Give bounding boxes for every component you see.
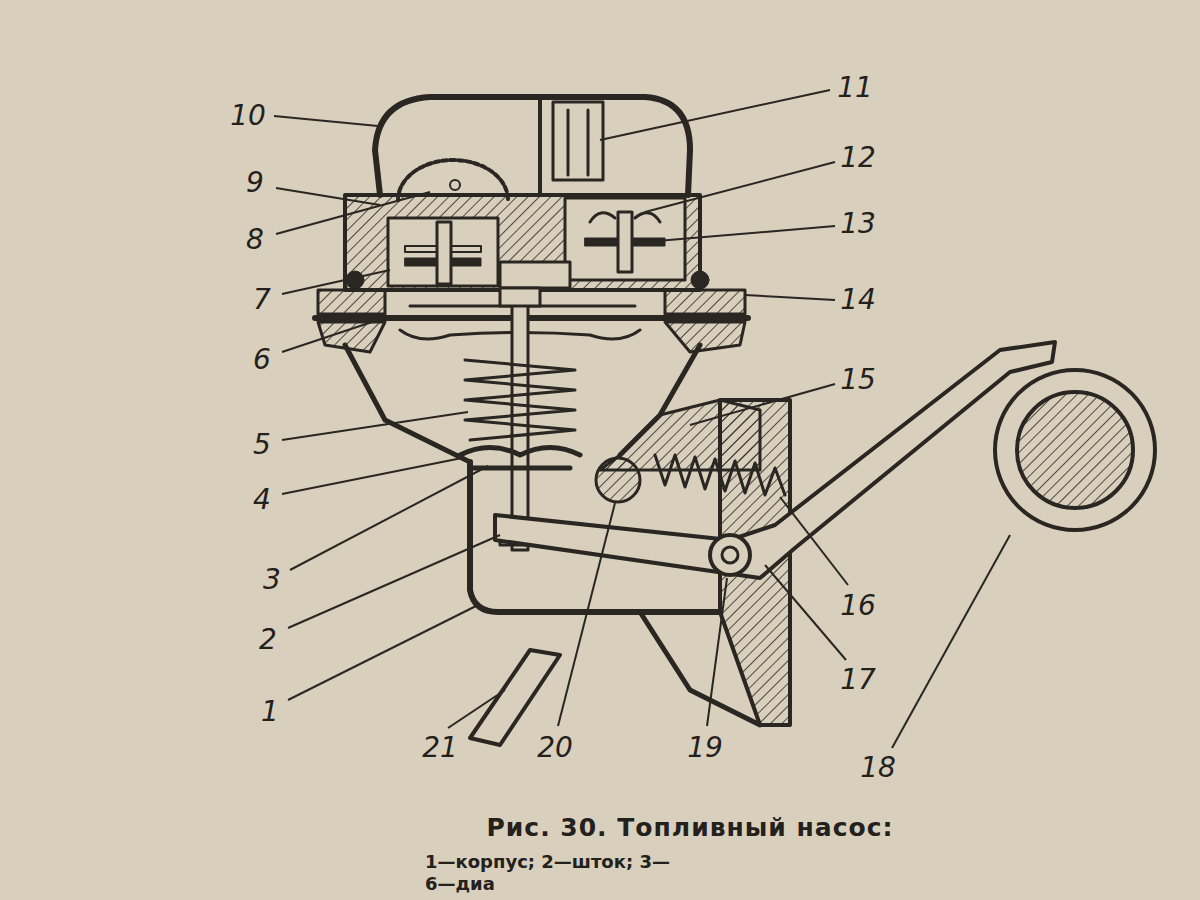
rod	[512, 290, 528, 550]
callout-number: 15	[840, 365, 876, 396]
leader-lines	[274, 90, 1010, 748]
drive-lever	[495, 342, 1055, 578]
leader-line	[290, 466, 488, 570]
leader-line	[707, 578, 727, 726]
callout-number: 2	[259, 625, 277, 656]
callout-number: 21	[422, 733, 458, 764]
leader-line	[282, 458, 462, 494]
diaphragm-spring	[465, 360, 575, 440]
filter-mark	[450, 180, 460, 190]
callout-number: 1	[261, 697, 279, 728]
leader-line	[892, 535, 1010, 748]
leader-line	[282, 270, 390, 294]
callout-number: 12	[840, 143, 876, 174]
inlet-chamber	[388, 218, 498, 286]
outlet-chamber	[565, 198, 685, 280]
leader-line	[745, 295, 835, 300]
leader-line	[282, 322, 372, 352]
lever-stop	[596, 458, 640, 502]
valve-stem	[437, 222, 451, 284]
callout-number: 5	[253, 430, 271, 461]
cover-wall	[538, 100, 542, 195]
leader-line	[780, 497, 848, 585]
leader-line	[276, 192, 430, 234]
callout-number: 17	[840, 665, 876, 696]
callout-number: 7	[253, 285, 271, 316]
passage	[500, 262, 570, 288]
leader-line	[600, 90, 830, 140]
callout-number: 18	[860, 753, 896, 784]
callout-number: 20	[537, 733, 573, 764]
callout-number: 4	[253, 485, 271, 516]
pivot	[710, 535, 750, 575]
diaphragm	[315, 315, 748, 321]
leader-line	[645, 226, 835, 242]
cover	[375, 97, 690, 195]
callout-number: 10	[230, 101, 266, 132]
callout-number: 16	[840, 591, 876, 622]
nut	[500, 288, 540, 306]
screw-slot	[567, 110, 570, 175]
leader-line	[558, 503, 615, 726]
callout-number: 8	[246, 225, 264, 256]
callout-number: 14	[840, 285, 876, 316]
legend-line: 6—диа	[425, 874, 495, 894]
leader-line	[276, 188, 380, 205]
hand-lever	[470, 650, 560, 745]
leader-line	[765, 565, 846, 660]
leader-line	[690, 384, 835, 425]
pivot-axle	[722, 547, 738, 563]
leader-line	[288, 605, 478, 700]
leader-line	[288, 535, 500, 628]
camshaft	[1017, 392, 1133, 508]
leader-line	[274, 116, 378, 126]
callout-number: 3	[263, 565, 281, 596]
housing-foot	[640, 612, 760, 725]
bolt-head	[691, 271, 709, 289]
flange	[665, 322, 745, 352]
lower-body-wall	[345, 345, 470, 462]
leader-line	[645, 162, 835, 212]
callout-number: 11	[837, 73, 873, 104]
leader-line	[448, 690, 505, 728]
valve-stem	[618, 212, 632, 272]
flange	[665, 290, 745, 314]
leader-line	[282, 412, 468, 440]
callout-number: 19	[687, 733, 723, 764]
figure-caption: Рис. 30. Топливный насос:	[486, 814, 893, 842]
legend-line: 1—корпус; 2—шток; 3—	[425, 852, 670, 872]
callout-number: 6	[253, 345, 271, 376]
cam	[995, 370, 1155, 530]
flange	[318, 290, 385, 314]
callout-number: 9	[246, 168, 264, 199]
screw-slot	[587, 110, 590, 175]
screw	[553, 102, 603, 180]
lever-spring	[655, 455, 785, 495]
callout-number: 13	[840, 209, 876, 240]
pump-section	[315, 97, 1155, 745]
seal	[460, 448, 580, 456]
